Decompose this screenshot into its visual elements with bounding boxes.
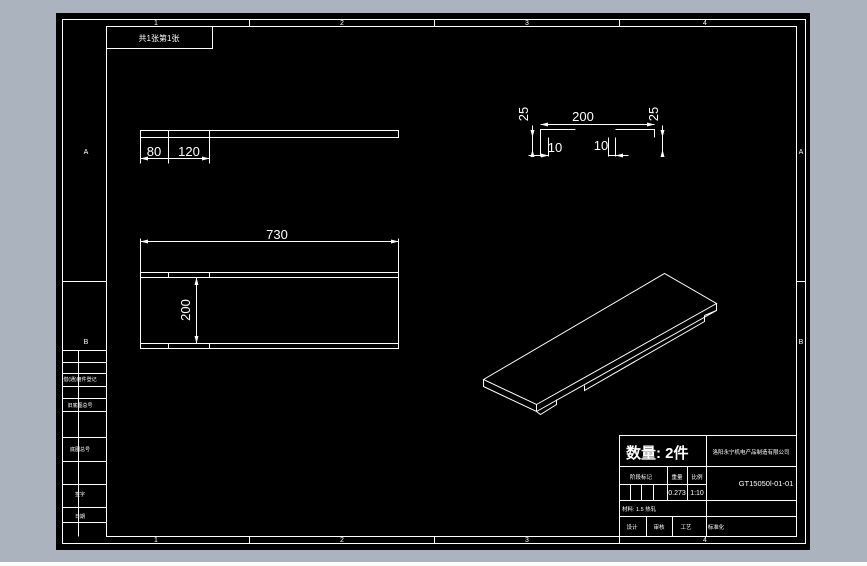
zone-label-right-b: B — [799, 339, 804, 346]
side-table-grid — [62, 350, 107, 537]
dim-text-section-10-right: 10 — [594, 138, 608, 153]
zone-label-bottom-4: 4 — [703, 537, 707, 544]
zone-label-bottom-2: 2 — [340, 537, 344, 544]
zone-label-right-a: A — [799, 149, 804, 156]
zone-label-bottom-3: 3 — [525, 537, 529, 544]
approve-label: 审核 — [653, 523, 665, 531]
side-table-label-4: 签字 — [75, 491, 85, 498]
top-left-box — [106, 26, 213, 49]
section-view — [528, 124, 663, 157]
dim-text-730: 730 — [266, 227, 288, 242]
side-view — [140, 130, 399, 164]
company-name: 洛阳永宁机电产品制造有限公司 — [712, 448, 789, 456]
plan-view — [140, 238, 399, 349]
zone-label-left-b: B — [84, 339, 89, 346]
weight-label: 重量 — [671, 473, 683, 481]
dimension-arrows — [140, 122, 665, 344]
drawing-sheet — [56, 13, 810, 550]
stage-mark-label: 阶段标记 — [630, 473, 653, 481]
craft-label: 工艺 — [680, 524, 692, 531]
dim-text-plan-200: 200 — [178, 299, 193, 321]
designer-label: 设计 — [626, 523, 638, 531]
top-left-box-label: 共1张第1张 — [139, 33, 180, 43]
material-label: 材料: 1.5 热轧 — [622, 505, 657, 513]
dim-text-section-25-left: 25 — [516, 107, 531, 121]
scale-label: 比例 — [691, 473, 703, 481]
side-table-label-1: 借(通)用件登记 — [63, 376, 96, 383]
side-table-label-2: 旧底图总号 — [67, 402, 92, 409]
dim-text-80: 80 — [147, 144, 161, 159]
isometric-view — [482, 272, 718, 416]
scale-value: 1:10 — [690, 490, 704, 497]
weight-value: 0.273 — [668, 490, 686, 497]
zone-label-left-a: A — [84, 149, 89, 156]
side-table-label-3: 底图总号 — [70, 446, 90, 453]
drawing-number: GT15050l-01-01 — [739, 479, 794, 488]
zone-label-top-2: 2 — [340, 20, 344, 27]
zone-label-bottom-1: 1 — [154, 537, 158, 544]
title-block-grid — [619, 435, 797, 537]
dim-text-section-25-right: 25 — [646, 107, 661, 121]
standardization-label: 标准化 — [708, 523, 725, 531]
zone-label-top-3: 3 — [525, 20, 529, 27]
zone-label-top-1: 1 — [154, 20, 158, 27]
zone-label-top-4: 4 — [703, 20, 707, 27]
quantity-label: 数量: 2件 — [626, 444, 689, 462]
side-table-label-5: 日期 — [75, 514, 85, 520]
dim-text-section-10-left: 10 — [548, 140, 562, 155]
dim-text-120: 120 — [178, 144, 200, 159]
dim-text-section-200: 200 — [572, 109, 594, 124]
